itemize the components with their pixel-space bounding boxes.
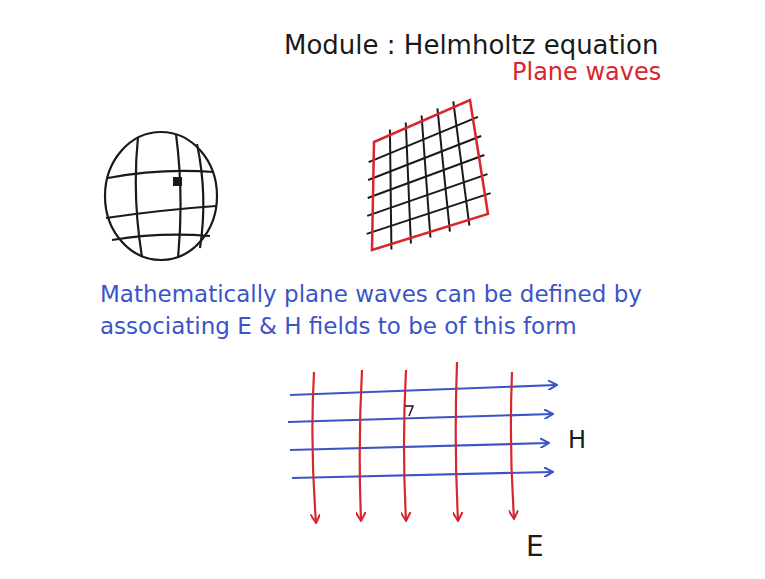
plane-outline (372, 100, 488, 250)
e-field-lines (312, 362, 514, 522)
h-field-label: H (568, 426, 586, 454)
plane-patch-sketch (367, 100, 491, 250)
grid-line (453, 101, 469, 225)
e-field-label: E (526, 530, 544, 563)
h-field-lines (288, 385, 556, 478)
stray-mark (405, 406, 413, 416)
definition-note: Mathematically plane waves can be define… (100, 278, 750, 342)
grid-line (367, 193, 491, 234)
grid-line (437, 108, 449, 231)
sphere-sketch (105, 132, 217, 260)
plane-waves-label: Plane waves (512, 58, 661, 86)
grid-line (422, 115, 431, 237)
slide-title: Module : Helmholtz equation (284, 30, 658, 60)
grid-line (367, 174, 487, 216)
